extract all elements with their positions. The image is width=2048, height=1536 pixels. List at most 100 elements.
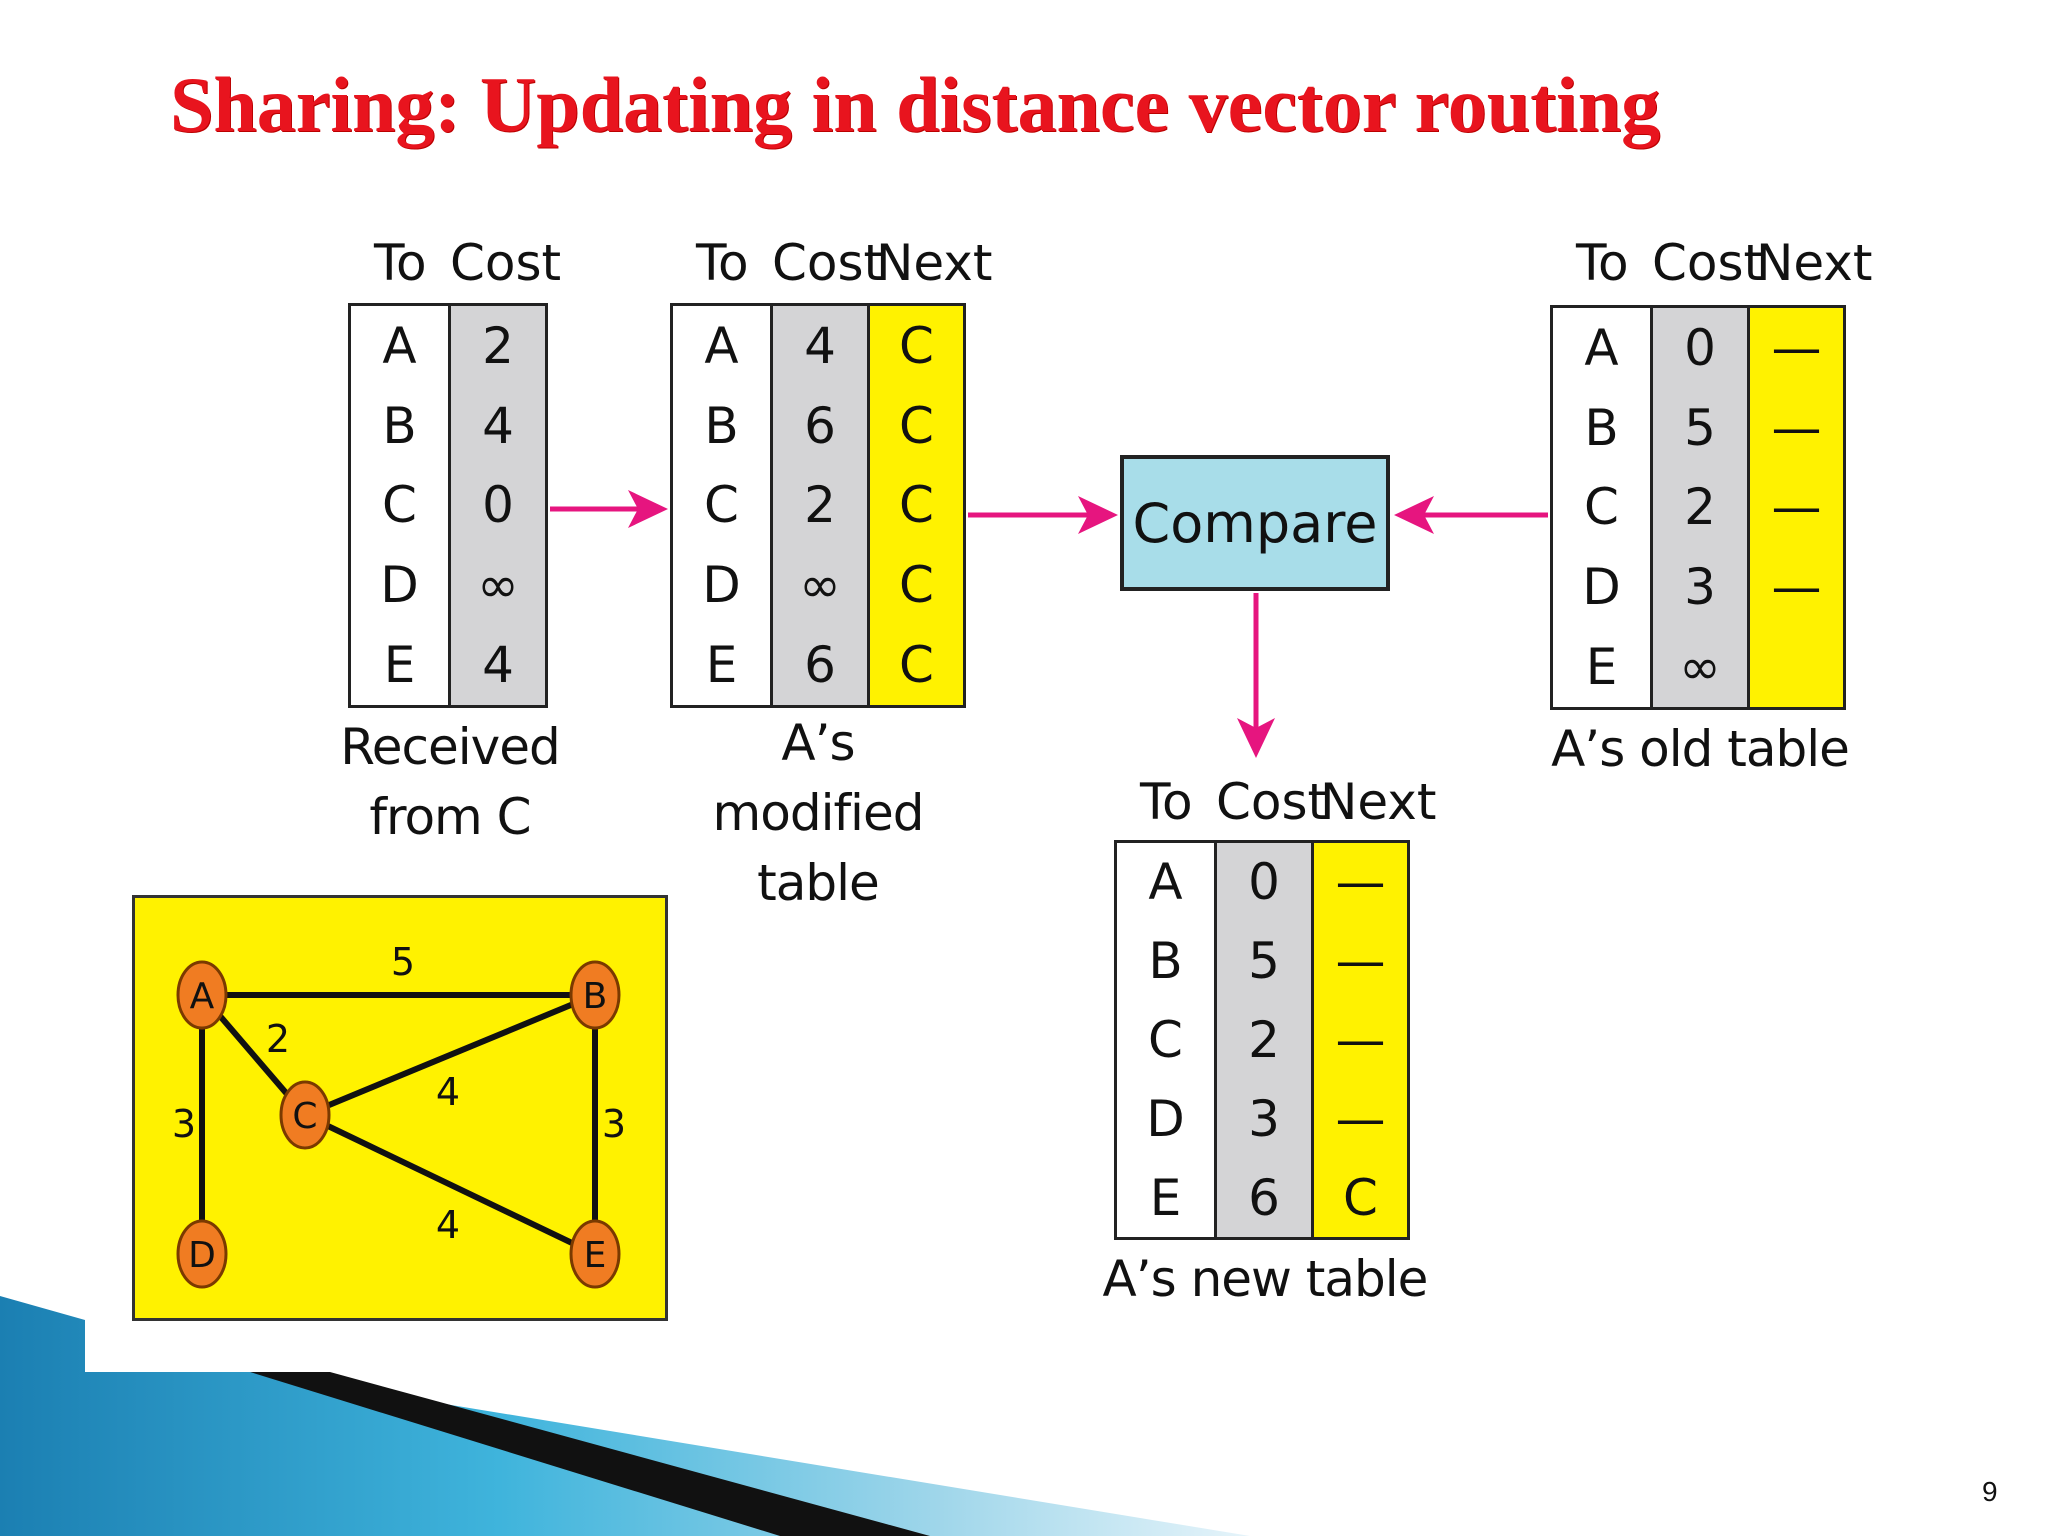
old-to-cell: A bbox=[1584, 318, 1619, 377]
old-to-cell: E bbox=[1585, 638, 1618, 697]
received-to-cell: C bbox=[382, 476, 417, 535]
modified-caption-line: A’s modified bbox=[712, 714, 925, 842]
received-caption: Received from C bbox=[330, 712, 570, 852]
new-to-cell: E bbox=[1149, 1168, 1182, 1227]
modified-next-cell: C bbox=[899, 556, 934, 615]
edge-weight-label: 2 bbox=[266, 1017, 290, 1061]
new-next-cell: — bbox=[1335, 1010, 1386, 1069]
old-cost-cell: 3 bbox=[1684, 558, 1716, 617]
new-next-column: — — — — C bbox=[1311, 843, 1407, 1237]
node-c bbox=[279, 1080, 331, 1150]
modified-cost-cell: 4 bbox=[804, 316, 836, 375]
modified-caption-line: table bbox=[757, 854, 880, 912]
new-to-cell: C bbox=[1148, 1010, 1183, 1069]
node-e bbox=[569, 1219, 621, 1289]
old-next-cell: — bbox=[1771, 318, 1822, 377]
new-to-cell: D bbox=[1146, 1089, 1185, 1148]
modified-header-next: Next bbox=[876, 234, 993, 292]
received-to-column: A B C D E bbox=[351, 306, 451, 705]
old-to-cell: C bbox=[1584, 478, 1619, 537]
edge-weight-label: 5 bbox=[391, 940, 415, 984]
old-cost-cell: 5 bbox=[1684, 398, 1716, 457]
edge-weight-label: 4 bbox=[436, 1070, 460, 1114]
modified-table: A B C D E 4 6 2 ∞ 6 C C C C C bbox=[670, 303, 966, 708]
new-cost-cell: 0 bbox=[1248, 853, 1280, 912]
old-next-cell: — bbox=[1771, 478, 1822, 537]
arrowhead-icon bbox=[1078, 496, 1118, 534]
new-to-cell: A bbox=[1148, 853, 1183, 912]
new-next-cell: — bbox=[1335, 932, 1386, 991]
received-table: A B C D E 2 4 0 ∞ 4 bbox=[348, 303, 548, 708]
modified-next-cell: C bbox=[899, 636, 934, 695]
modified-header-to: To bbox=[696, 234, 749, 292]
received-cost-cell: ∞ bbox=[477, 556, 519, 615]
received-caption-line: Received bbox=[340, 718, 561, 776]
modified-to-cell: A bbox=[704, 316, 739, 375]
old-cost-column: 0 5 2 3 ∞ bbox=[1653, 308, 1747, 707]
new-cost-cell: 2 bbox=[1248, 1010, 1280, 1069]
edge-c-b bbox=[303, 992, 597, 1118]
old-next-cell: — bbox=[1771, 558, 1822, 617]
new-caption: A’s new table bbox=[1102, 1250, 1429, 1308]
modified-to-cell: E bbox=[705, 636, 738, 695]
old-caption: A’s old table bbox=[1551, 720, 1850, 778]
edge-weight-label: 4 bbox=[436, 1203, 460, 1247]
new-next-cell: C bbox=[1343, 1168, 1378, 1227]
old-to-cell: B bbox=[1584, 398, 1619, 457]
arrowhead-icon bbox=[1237, 718, 1275, 758]
modified-next-cell: C bbox=[899, 476, 934, 535]
node-a bbox=[176, 960, 228, 1030]
new-header-to: To bbox=[1140, 773, 1193, 831]
node-label: E bbox=[584, 1235, 607, 1276]
node-label: C bbox=[292, 1096, 317, 1137]
old-header-next: Next bbox=[1756, 234, 1873, 292]
received-cost-cell: 4 bbox=[482, 396, 514, 455]
arrowhead-icon bbox=[1394, 496, 1434, 534]
received-cost-cell: 2 bbox=[482, 316, 514, 375]
received-caption-line: from C bbox=[369, 788, 531, 846]
modified-header-cost: Cost bbox=[772, 234, 884, 292]
modified-next-cell: C bbox=[899, 316, 934, 375]
old-cost-cell: ∞ bbox=[1679, 638, 1721, 697]
new-next-cell: — bbox=[1335, 853, 1386, 912]
new-next-cell: — bbox=[1335, 1089, 1386, 1148]
modified-cost-cell: 2 bbox=[804, 476, 836, 535]
edge-c-e bbox=[303, 1112, 597, 1257]
new-cost-cell: 5 bbox=[1248, 932, 1280, 991]
modified-next-cell: C bbox=[899, 396, 934, 455]
node-label: A bbox=[190, 976, 215, 1017]
new-header-next: Next bbox=[1320, 773, 1437, 831]
page-number: 9 bbox=[1982, 1476, 1998, 1507]
modified-to-column: A B C D E bbox=[673, 306, 773, 705]
compare-box: Compare bbox=[1120, 455, 1390, 591]
new-header-cost: Cost bbox=[1216, 773, 1328, 831]
old-to-cell: D bbox=[1582, 558, 1621, 617]
new-cost-cell: 6 bbox=[1248, 1168, 1280, 1227]
modified-cost-cell: 6 bbox=[804, 396, 836, 455]
old-table: A B C D E 0 5 2 3 ∞ — — — — bbox=[1550, 305, 1846, 710]
arrowhead-icon bbox=[628, 490, 668, 528]
new-table: A B C D E 0 5 2 3 6 — — — — C bbox=[1114, 840, 1410, 1240]
received-to-cell: A bbox=[382, 316, 417, 375]
edge-weight-label: 3 bbox=[602, 1102, 626, 1146]
old-next-column: — — — — bbox=[1747, 308, 1843, 707]
received-to-cell: B bbox=[382, 396, 417, 455]
received-header-cost: Cost bbox=[450, 234, 562, 292]
node-label: D bbox=[188, 1235, 216, 1276]
modified-cost-cell: 6 bbox=[804, 636, 836, 695]
new-cost-cell: 3 bbox=[1248, 1089, 1280, 1148]
modified-caption: A’s modified table bbox=[670, 708, 966, 918]
slide-title: Sharing: Updating in distance vector rou… bbox=[170, 61, 1661, 148]
old-next-cell: — bbox=[1771, 398, 1822, 457]
old-to-column: A B C D E bbox=[1553, 308, 1653, 707]
received-cost-cell: 4 bbox=[482, 636, 514, 695]
modified-cost-cell: ∞ bbox=[799, 556, 841, 615]
modified-to-cell: B bbox=[704, 396, 739, 455]
old-cost-cell: 2 bbox=[1684, 478, 1716, 537]
old-header-to: To bbox=[1576, 234, 1629, 292]
new-cost-column: 0 5 2 3 6 bbox=[1217, 843, 1311, 1237]
